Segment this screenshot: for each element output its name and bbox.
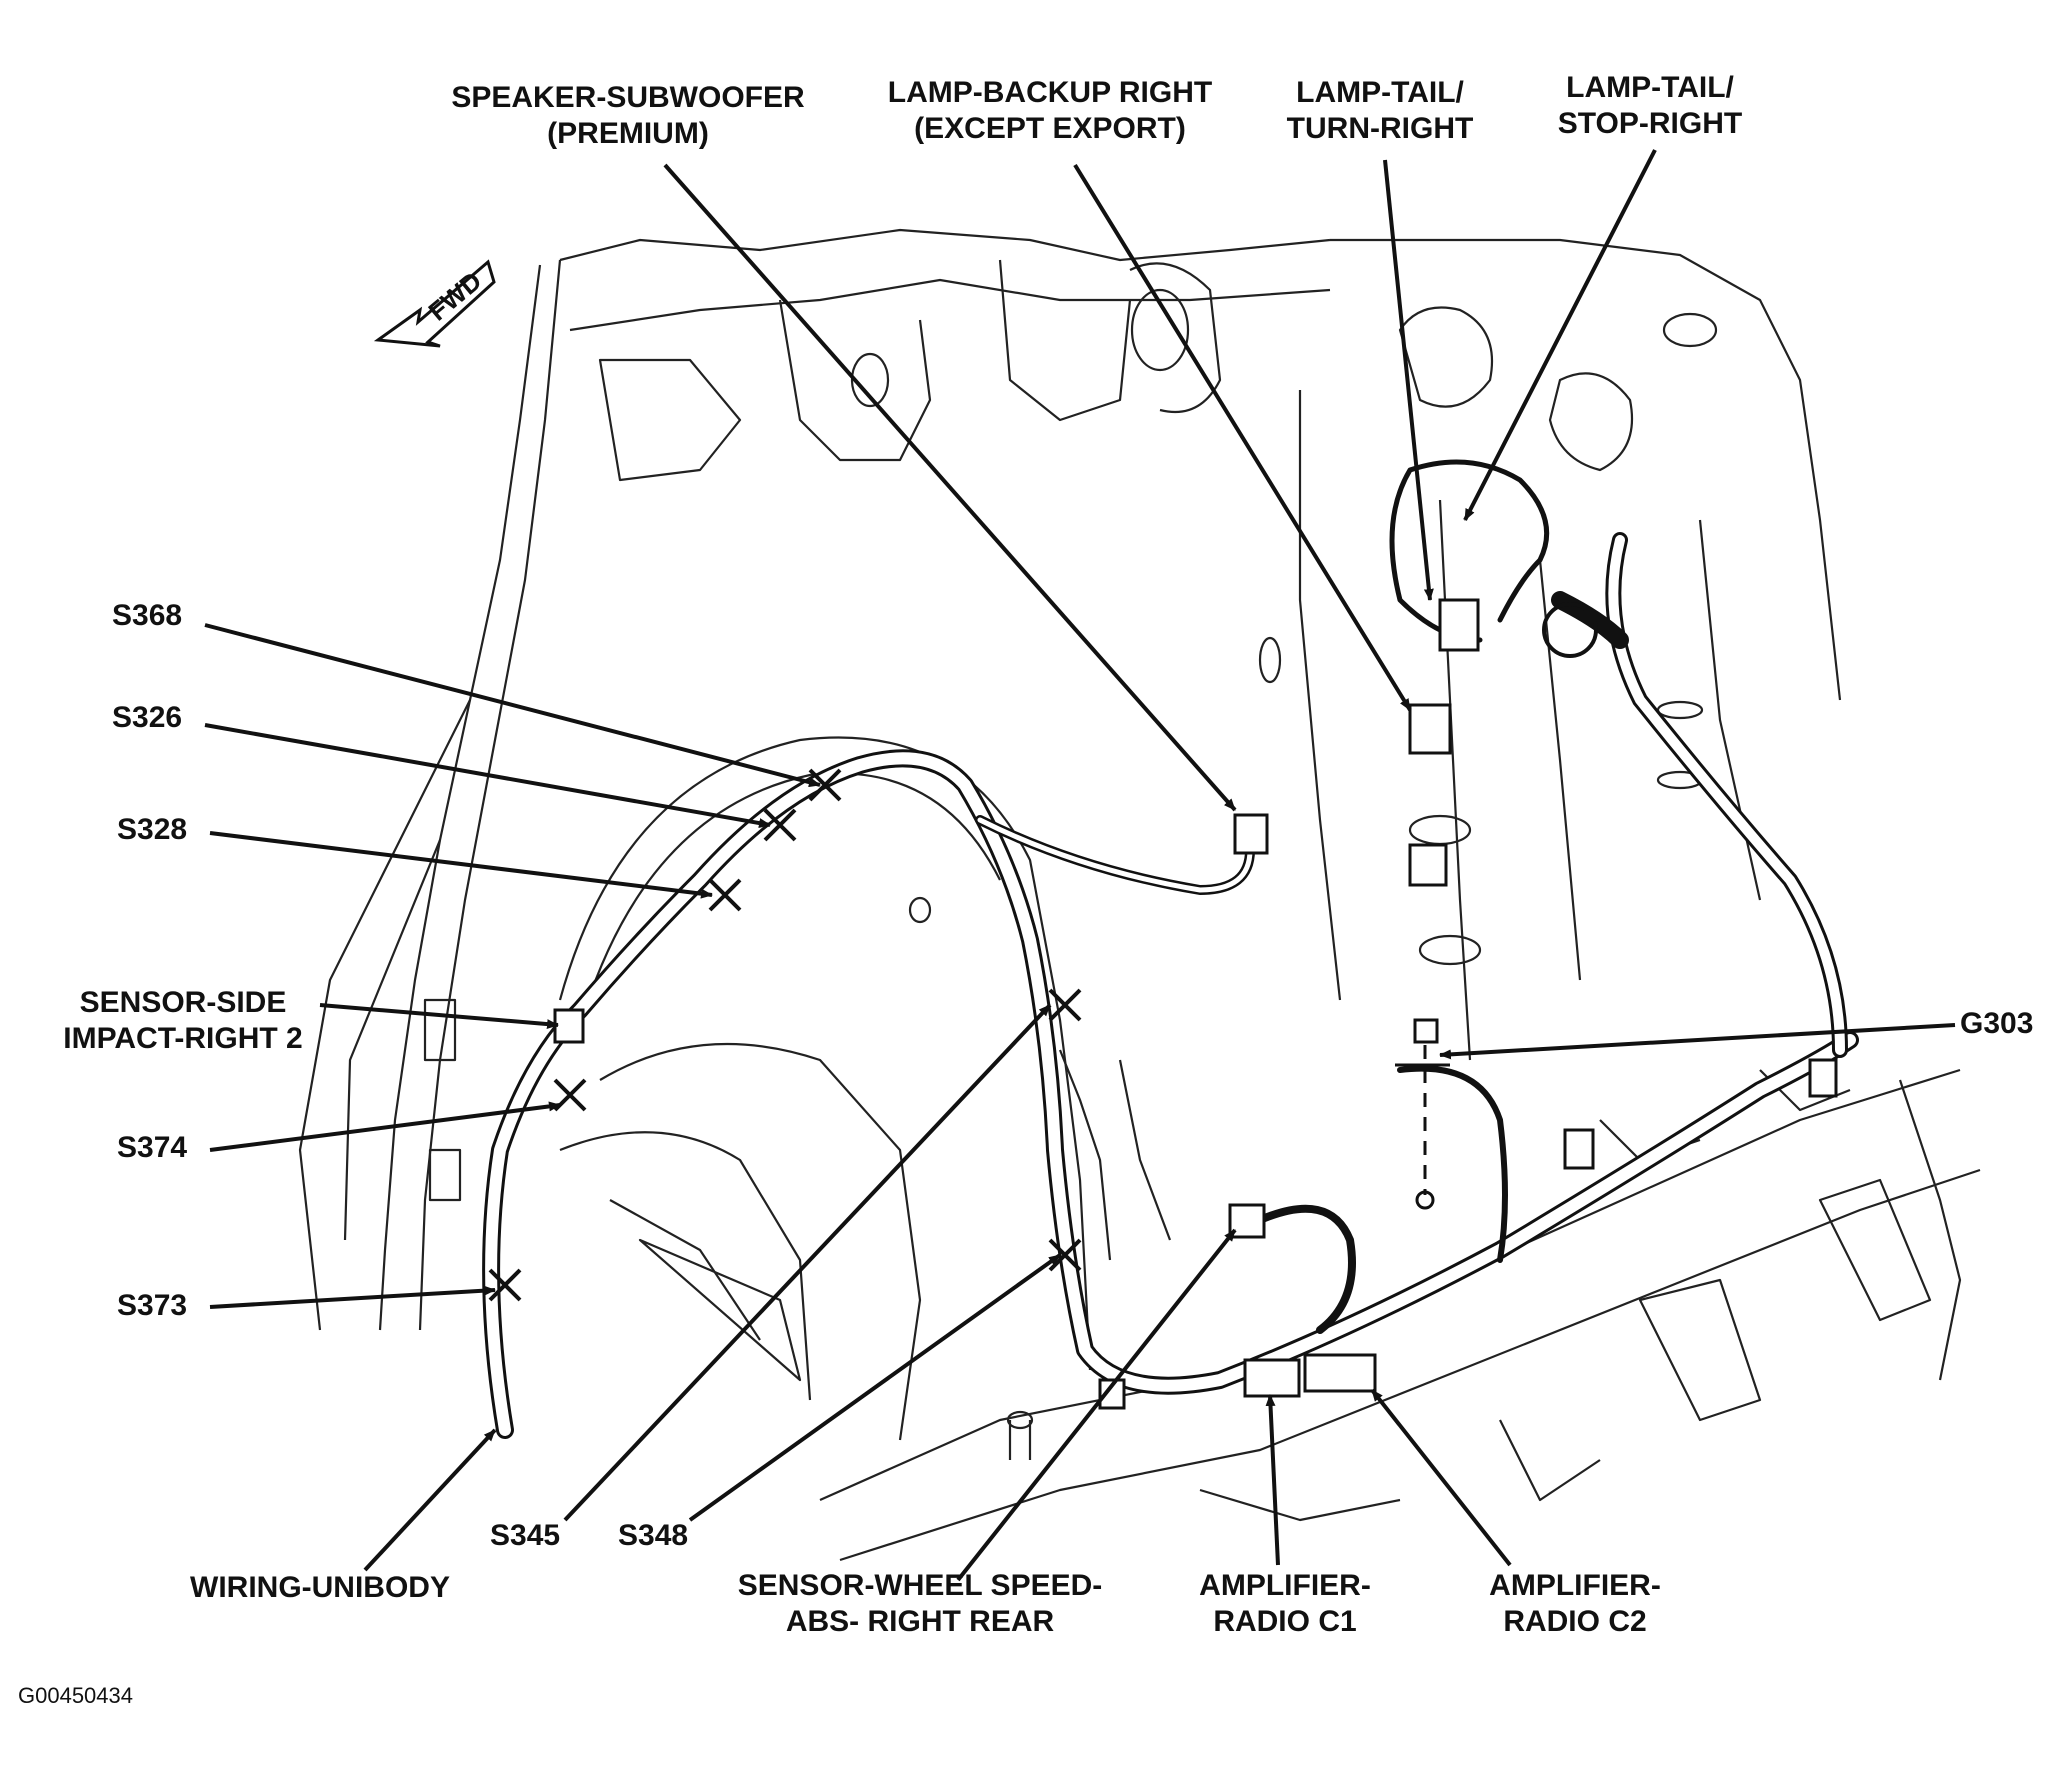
- label-lamp-tail-turn-right: LAMP-TAIL/ TURN-RIGHT: [1286, 76, 1474, 145]
- leader-lamp-tail-turn: [1383, 159, 1434, 601]
- leader-amplifier-c2: [1370, 1388, 1512, 1567]
- vehicle-body-structure: [298, 228, 1981, 1562]
- connectors: [553, 598, 1838, 1410]
- label-s374: S374: [117, 1131, 188, 1164]
- label-wiring-unibody: WIRING-UNIBODY: [190, 1571, 450, 1604]
- figure-id: G00450434: [18, 1683, 133, 1708]
- leader-s348: [688, 1253, 1062, 1522]
- leader-g303: [1439, 1023, 1956, 1060]
- wiring-harness: [482, 459, 1859, 1439]
- leader-lamp-backup-right: [1073, 163, 1412, 712]
- label-amplifier-radio-c2: AMPLIFIER- RADIO C2: [1489, 1569, 1661, 1638]
- label-s373: S373: [117, 1289, 188, 1322]
- label-s345: S345: [490, 1519, 561, 1552]
- leader-s373: [209, 1285, 496, 1309]
- label-s328: S328: [117, 813, 188, 846]
- label-g303: G303: [1960, 1007, 2034, 1040]
- leader-s328: [209, 831, 713, 899]
- ground-stud: [1395, 1045, 1450, 1210]
- leader-sensor-side-impact: [319, 1003, 559, 1030]
- label-s348: S348: [618, 1519, 689, 1552]
- label-s326: S326: [112, 701, 183, 734]
- leader-s368: [204, 623, 821, 788]
- label-sensor-wheel-speed-abs-right-rear: SENSOR-WHEEL SPEED- ABS- RIGHT REAR: [737, 1569, 1103, 1638]
- label-s368: S368: [112, 599, 183, 632]
- leader-amplifier-c1: [1265, 1394, 1280, 1566]
- fwd-orientation-arrow: FWD: [373, 259, 496, 348]
- label-lamp-backup-right: LAMP-BACKUP RIGHT (EXCEPT EXPORT): [887, 76, 1213, 145]
- leader-lines: [204, 149, 1956, 1582]
- leader-s374: [209, 1101, 561, 1152]
- leader-s345: [563, 1003, 1052, 1522]
- leader-wiring-unibody: [363, 1428, 497, 1572]
- label-lamp-tail-stop-right: LAMP-TAIL/ STOP-RIGHT: [1557, 71, 1743, 140]
- splice-marks: [488, 768, 1082, 1302]
- label-amplifier-radio-c1: AMPLIFIER- RADIO C1: [1199, 1569, 1371, 1638]
- label-speaker-subwoofer: SPEAKER-SUBWOOFER (PREMIUM): [451, 81, 805, 150]
- leader-speaker-subwoofer: [663, 163, 1237, 812]
- leader-lamp-tail-stop: [1463, 149, 1657, 521]
- leader-s326: [204, 723, 771, 829]
- label-sensor-side-impact-right-2: SENSOR-SIDE IMPACT-RIGHT 2: [63, 986, 303, 1055]
- leader-sensor-wheel-speed: [956, 1228, 1237, 1582]
